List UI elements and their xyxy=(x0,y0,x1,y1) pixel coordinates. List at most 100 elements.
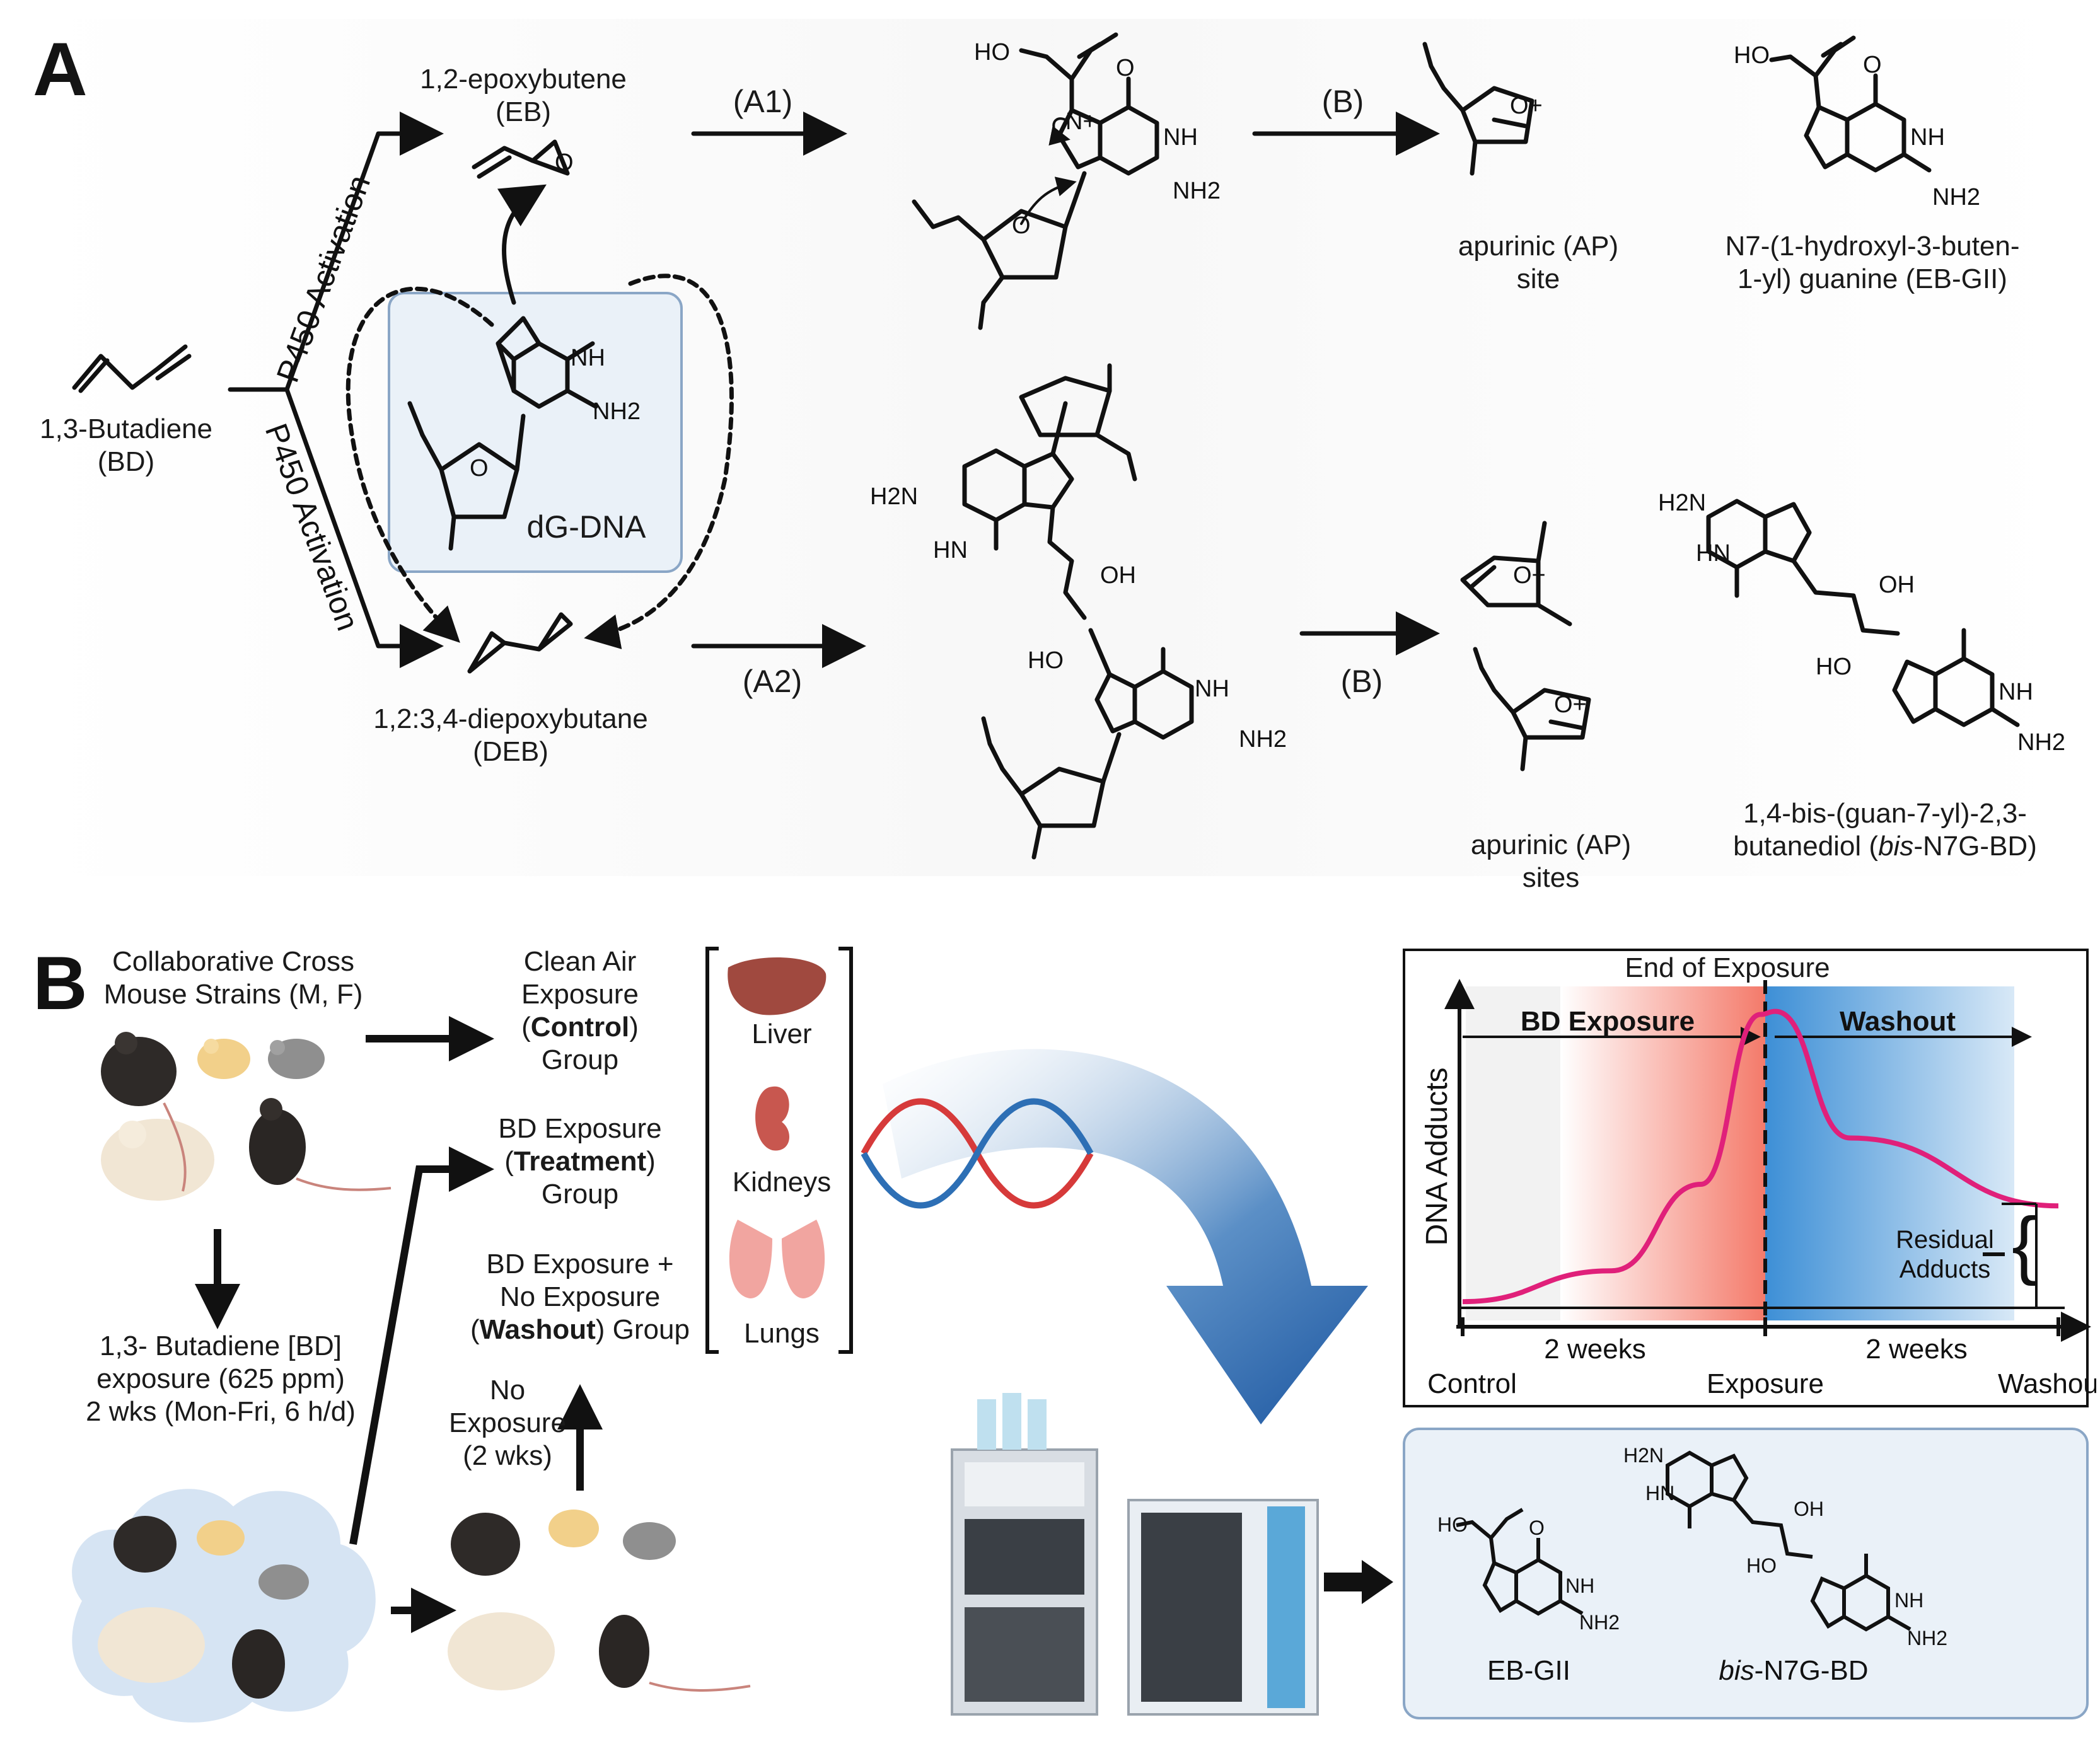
residual-label-1: Residual xyxy=(1896,1226,1994,1254)
deb-structure xyxy=(467,631,507,674)
organ-kidneys: Kidneys xyxy=(732,1167,832,1198)
bd-label: 1,3-Butadiene(BD) xyxy=(40,413,212,477)
washout-mice xyxy=(448,1510,751,1692)
result-atom-nh2b: NH2 xyxy=(1907,1627,1947,1649)
ap-sites-structure xyxy=(1460,521,1591,771)
atom-nh-a2: NH xyxy=(1195,676,1229,702)
results-arrow xyxy=(1324,1560,1393,1604)
dna-to-analysis-arrow xyxy=(861,1049,1368,1424)
fork-lower-arrow xyxy=(284,387,444,668)
xtick-washout: Washout xyxy=(1998,1368,2096,1399)
treatment-group-label: BD Exposure (Treatment) Group xyxy=(498,1113,662,1210)
result-atom-hn: HN xyxy=(1645,1482,1674,1504)
ylabel: DNA Adducts xyxy=(1420,1068,1454,1246)
residual-label-2: Adducts xyxy=(1900,1256,1991,1283)
atom-nh2-bis: NH2 xyxy=(2017,729,2065,756)
butadiene-structure xyxy=(72,344,188,390)
organs-bracket xyxy=(705,947,853,1354)
residual-brace: { xyxy=(2012,1202,2037,1286)
atom-nplus-a1: N+ xyxy=(1065,108,1097,135)
result-atom-nh3: NH xyxy=(1894,1589,1923,1612)
fork-upper-arrow xyxy=(284,112,444,392)
exposure-shade xyxy=(1560,986,1765,1320)
organ-lungs: Lungs xyxy=(744,1318,820,1349)
eb-structure xyxy=(472,139,570,176)
result-atom-oh: OH xyxy=(1794,1498,1824,1520)
kidney-icon xyxy=(755,1086,789,1151)
arrow-b-top-label: (B) xyxy=(1321,84,1364,119)
dg-to-eb-arrow xyxy=(497,184,547,305)
result-atom-nh: NH xyxy=(1565,1574,1594,1597)
p450-bottom-label: P450 Activation xyxy=(258,419,366,635)
atom-hn-bis: HN xyxy=(1696,540,1731,567)
exposure-cloud-mice xyxy=(72,1489,376,1723)
results-structures: HO O NH NH2 H2N HN OH HO NH NH2 EB-GII b… xyxy=(1437,1444,1947,1686)
lungs-icon xyxy=(729,1220,825,1298)
liver-icon xyxy=(728,957,827,1015)
arrow-a2-label: (A2) xyxy=(742,664,803,699)
atom-hn-a2: HN xyxy=(933,537,968,563)
dg-dna-structure xyxy=(407,316,598,551)
washout-shade xyxy=(1765,986,2014,1320)
atom-oh-a2: OH xyxy=(1100,562,1136,589)
atom-oplus-ap: O+ xyxy=(1510,93,1543,119)
adduct-curve xyxy=(1462,1008,2059,1305)
atom-o-dg: O xyxy=(470,455,489,482)
result-bis-label: bis-N7G-BD xyxy=(1719,1655,1868,1686)
result-atom-h2n: H2N xyxy=(1623,1444,1664,1467)
atom-ho-a2: HO xyxy=(1028,647,1064,674)
atom-ho-bis: HO xyxy=(1816,654,1852,680)
atom-oh-bis: OH xyxy=(1879,572,1915,598)
no-exposure-label: No Exposure (2 wks) xyxy=(449,1375,566,1471)
bis-n7g-bd-full-name: 1,4-bis-(guan-7-yl)-2,3- butanediol (bis… xyxy=(1733,798,2037,862)
atom-o-ebgii: O xyxy=(1863,52,1882,78)
a1-adduct-structure xyxy=(912,32,1159,330)
eb-label: 1,2-epoxybutene(EB) xyxy=(420,64,627,127)
adducts-line-chart: { DNA Adducts BD Exposure Washout Residu… xyxy=(1420,979,2096,1399)
eb-gii-structure xyxy=(1769,35,1932,173)
atom-oplus-ap2: O+ xyxy=(1513,562,1546,589)
atom-nh2-a1: NH2 xyxy=(1173,178,1221,204)
duration-1: 2 weeks xyxy=(1544,1334,1645,1365)
result-atom-o: O xyxy=(1529,1516,1545,1539)
organ-liver: Liver xyxy=(751,1019,812,1049)
ap-sites-label: apurinic (AP)sites xyxy=(1470,829,1632,893)
atom-nh-bis: NH xyxy=(1998,679,2033,705)
atom-nh-a1: NH xyxy=(1163,124,1198,151)
atom-oplus-ap3: O+ xyxy=(1554,691,1587,718)
ap-site-label: apurinic (AP)site xyxy=(1458,231,1619,294)
graph-title: End of Exposure xyxy=(1625,952,1830,983)
atom-nh-ebgii: NH xyxy=(1910,124,1945,151)
dna-helix-icon xyxy=(861,1098,1094,1209)
eb-gii-full-name: N7-(1-hydroxyl-3-buten-1-yl) guanine (EB… xyxy=(1725,231,2020,294)
atom-nh-dg: NH xyxy=(571,345,605,371)
result-eb-gii-label: EB-GII xyxy=(1487,1655,1570,1686)
atom-o-a1: O xyxy=(1116,55,1135,81)
phase-bd-exposure: BD Exposure xyxy=(1521,1006,1695,1037)
atom-ho-ebgii: HO xyxy=(1734,42,1770,69)
dg-to-deb-dotted-left xyxy=(345,286,494,643)
xtick-exposure: Exposure xyxy=(1707,1368,1824,1399)
control-group-label: Clean Air Exposure (Control) Group xyxy=(521,946,639,1075)
atom-h2n-bis: H2N xyxy=(1658,490,1706,516)
dg-to-deb-dotted-right xyxy=(584,274,734,650)
p450-top-label: P450 Activation xyxy=(270,171,378,387)
panel-a-reaction-scheme: HO N+ O NH NH2 O HO O NH NH2 O+ NH NH2 O… xyxy=(72,32,2065,860)
mice-illustration-top xyxy=(101,1032,392,1201)
result-atom-nh2: NH2 xyxy=(1579,1611,1620,1634)
a2-crosslink-structure xyxy=(962,363,1194,860)
phase-washout: Washout xyxy=(1840,1006,1956,1037)
atom-nh2-dg: NH2 xyxy=(593,398,641,425)
atom-o-eb: O xyxy=(555,149,574,176)
result-atom-ho2: HO xyxy=(1746,1554,1777,1577)
result-bis-structure xyxy=(1666,1450,1911,1632)
arrow-a1-label: (A1) xyxy=(733,84,793,119)
deb-label: 1,2:3,4-diepoxybutane(DEB) xyxy=(373,703,648,767)
washout-group-label: BD Exposure + No Exposure (Washout) Grou… xyxy=(470,1249,690,1345)
xtick-control: Control xyxy=(1427,1368,1517,1399)
atom-nh2-a2: NH2 xyxy=(1239,726,1287,753)
ap-site-structure xyxy=(1422,42,1534,176)
atom-nh2-ebgii: NH2 xyxy=(1932,184,1980,211)
result-atom-ho: HO xyxy=(1437,1513,1468,1536)
